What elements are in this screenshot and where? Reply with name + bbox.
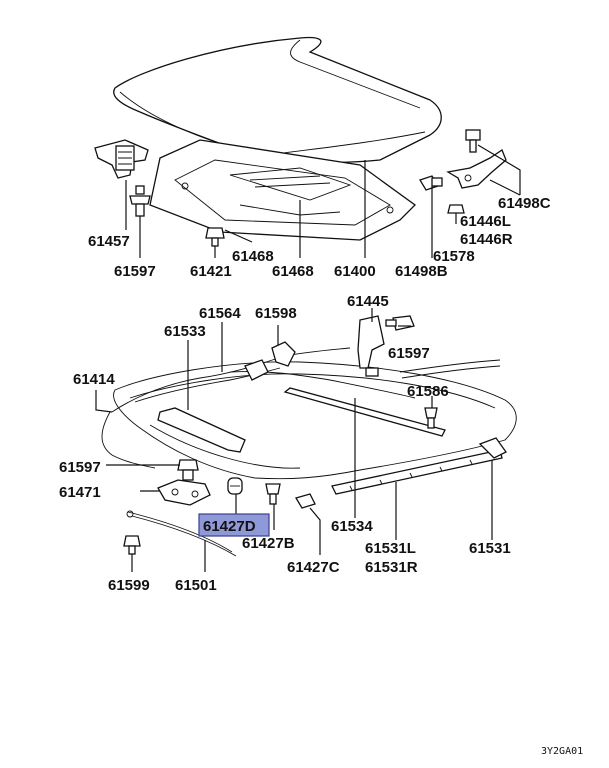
hood-latch bbox=[94, 139, 149, 179]
bolt-61597-mid bbox=[385, 315, 415, 331]
hood-inner-panel bbox=[149, 139, 416, 241]
hood-panel-lower bbox=[113, 361, 517, 480]
label-61446L: 61446L bbox=[460, 213, 511, 230]
hood-panel-upper bbox=[113, 36, 442, 164]
hood-lock-61471 bbox=[157, 479, 211, 506]
label-61468-b: 61468 bbox=[272, 263, 314, 280]
label-61471: 61471 bbox=[59, 484, 101, 501]
clip-61421 bbox=[205, 227, 225, 247]
label-61457: 61457 bbox=[88, 233, 130, 250]
hood-hinge-61498C bbox=[446, 149, 507, 189]
part-labels: 61457 61597 61421 61468 61468 61400 6149… bbox=[59, 195, 551, 594]
weatherstrip-61533 bbox=[157, 407, 246, 453]
label-61599: 61599 bbox=[108, 577, 150, 594]
label-61427C: 61427C bbox=[287, 559, 340, 576]
label-61586: 61586 bbox=[407, 383, 449, 400]
label-61578: 61578 bbox=[433, 248, 475, 265]
label-61498C: 61498C bbox=[498, 195, 551, 212]
label-61498B: 61498B bbox=[395, 263, 448, 280]
label-61427B: 61427B bbox=[242, 535, 295, 552]
bolt-61498B bbox=[419, 175, 443, 191]
nut-61446 bbox=[447, 204, 465, 214]
leader-lines-lower bbox=[95, 308, 493, 572]
bumper-61427D bbox=[227, 477, 243, 495]
label-61533: 61533 bbox=[164, 323, 206, 340]
label-61531: 61531 bbox=[469, 540, 511, 557]
label-61597-a: 61597 bbox=[114, 263, 156, 280]
cable-clamp-61598 bbox=[244, 341, 296, 381]
label-61414: 61414 bbox=[73, 371, 115, 388]
label-61468-a: 61468 bbox=[232, 248, 274, 265]
label-61564: 61564 bbox=[199, 305, 241, 322]
label-61446R: 61446R bbox=[460, 231, 513, 248]
leader-lines-upper bbox=[125, 144, 521, 258]
label-61534: 61534 bbox=[331, 518, 373, 535]
diagram-code: 3Y2GA01 bbox=[541, 746, 583, 757]
bumper-61427B bbox=[265, 483, 281, 505]
highlight-61427D bbox=[198, 513, 270, 537]
weatherstrip-61534 bbox=[283, 387, 446, 437]
release-cable-61414 bbox=[101, 347, 501, 469]
clip-61586 bbox=[424, 407, 438, 429]
label-61400: 61400 bbox=[334, 263, 376, 280]
label-61501: 61501 bbox=[175, 577, 217, 594]
label-61421: 61421 bbox=[190, 263, 232, 280]
label-61531R: 61531R bbox=[365, 559, 418, 576]
bolt-61597-upper bbox=[129, 185, 151, 217]
label-61597-c: 61597 bbox=[59, 459, 101, 476]
label-61597-b: 61597 bbox=[388, 345, 430, 362]
bolt-61498C bbox=[465, 129, 481, 153]
label-61427D: 61427D bbox=[203, 518, 256, 535]
release-handle-61445 bbox=[357, 315, 385, 377]
seal-61531L-R bbox=[331, 449, 503, 495]
seal-clip-61531 bbox=[478, 437, 507, 459]
support-rod-61501 bbox=[126, 510, 237, 557]
label-61531L: 61531L bbox=[365, 540, 416, 557]
grommet-61599 bbox=[123, 535, 141, 555]
bolt-61597-lower bbox=[177, 459, 199, 481]
bumper-61427C bbox=[295, 493, 316, 509]
label-61598: 61598 bbox=[255, 305, 297, 322]
label-61445: 61445 bbox=[347, 293, 389, 310]
